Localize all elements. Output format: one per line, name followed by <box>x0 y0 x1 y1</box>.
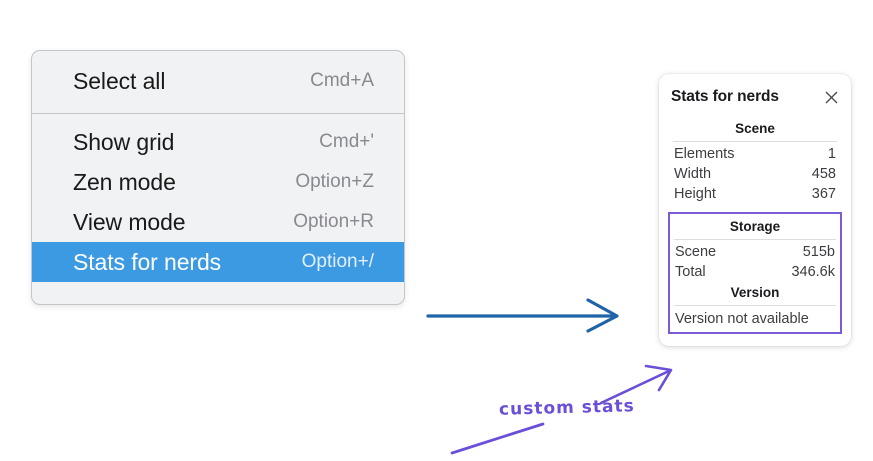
menu-item-label: Zen mode <box>73 168 176 195</box>
section-rule <box>674 305 836 306</box>
menu-divider <box>32 113 404 114</box>
menu-item-shortcut: Option+/ <box>301 251 374 272</box>
version-value: Version not available <box>675 311 809 327</box>
stat-key: Elements <box>674 146 735 162</box>
stat-value: 367 <box>811 186 836 202</box>
purple-arrow-lower <box>450 422 545 455</box>
stat-value: 346.6k <box>791 264 835 280</box>
menu-item-shortcut: Cmd+A <box>310 70 374 91</box>
custom-stats-highlight-box: Storage Scene 515b Total 346.6k Version … <box>668 212 842 334</box>
version-section-heading: Version <box>730 285 780 300</box>
menu-item-label: Show grid <box>73 128 175 155</box>
menu-item-show-grid[interactable]: Show grid Cmd+' <box>32 122 404 162</box>
menu-item-label: Stats for nerds <box>73 248 222 275</box>
stat-row: Height 367 <box>671 184 839 204</box>
panel-title: Stats for nerds <box>671 88 779 105</box>
stat-key: Width <box>674 166 712 182</box>
storage-section-heading: Storage <box>729 219 781 234</box>
menu-item-label: Select all <box>73 67 166 94</box>
stats-for-nerds-panel: Stats for nerds Scene Elements 1 Width 4… <box>659 74 851 346</box>
menu-item-shortcut: Option+R <box>293 211 374 232</box>
stat-key: Total <box>675 264 706 280</box>
stat-key: Height <box>674 186 716 202</box>
menu-item-label: View mode <box>73 208 186 235</box>
menu-group-1: Select all Cmd+A <box>32 51 404 113</box>
menu-item-shortcut: Cmd+' <box>319 131 374 152</box>
close-icon[interactable] <box>824 90 839 105</box>
stat-value: 1 <box>827 146 836 162</box>
menu-item-shortcut: Option+Z <box>295 171 374 192</box>
blue-arrow-annotation <box>426 298 619 333</box>
stat-row: Scene 515b <box>672 242 838 262</box>
version-section: Version Version not available <box>672 282 838 329</box>
context-menu[interactable]: Select all Cmd+A Show grid Cmd+' Zen mod… <box>31 50 405 305</box>
scene-section: Scene Elements 1 Width 458 Height 367 <box>671 118 839 204</box>
stat-value: 458 <box>811 166 836 182</box>
stat-row: Total 346.6k <box>672 262 838 282</box>
section-rule <box>674 239 836 240</box>
handwritten-note: custom stats <box>498 396 635 420</box>
stat-value: 515b <box>802 244 835 260</box>
stat-row: Elements 1 <box>671 144 839 164</box>
scene-section-heading: Scene <box>735 121 775 136</box>
storage-section: Storage Scene 515b Total 346.6k <box>672 216 838 282</box>
panel-header: Stats for nerds <box>671 88 839 106</box>
stat-row: Width 458 <box>671 164 839 184</box>
menu-item-zen-mode[interactable]: Zen mode Option+Z <box>32 162 404 202</box>
menu-footer-spacer <box>32 282 404 304</box>
section-rule <box>673 141 837 142</box>
menu-item-view-mode[interactable]: View mode Option+R <box>32 202 404 242</box>
menu-item-stats-for-nerds[interactable]: Stats for nerds Option+/ <box>32 242 404 282</box>
menu-item-select-all[interactable]: Select all Cmd+A <box>32 61 404 101</box>
stat-key: Scene <box>675 244 717 260</box>
menu-group-2: Show grid Cmd+' Zen mode Option+Z View m… <box>32 114 404 304</box>
